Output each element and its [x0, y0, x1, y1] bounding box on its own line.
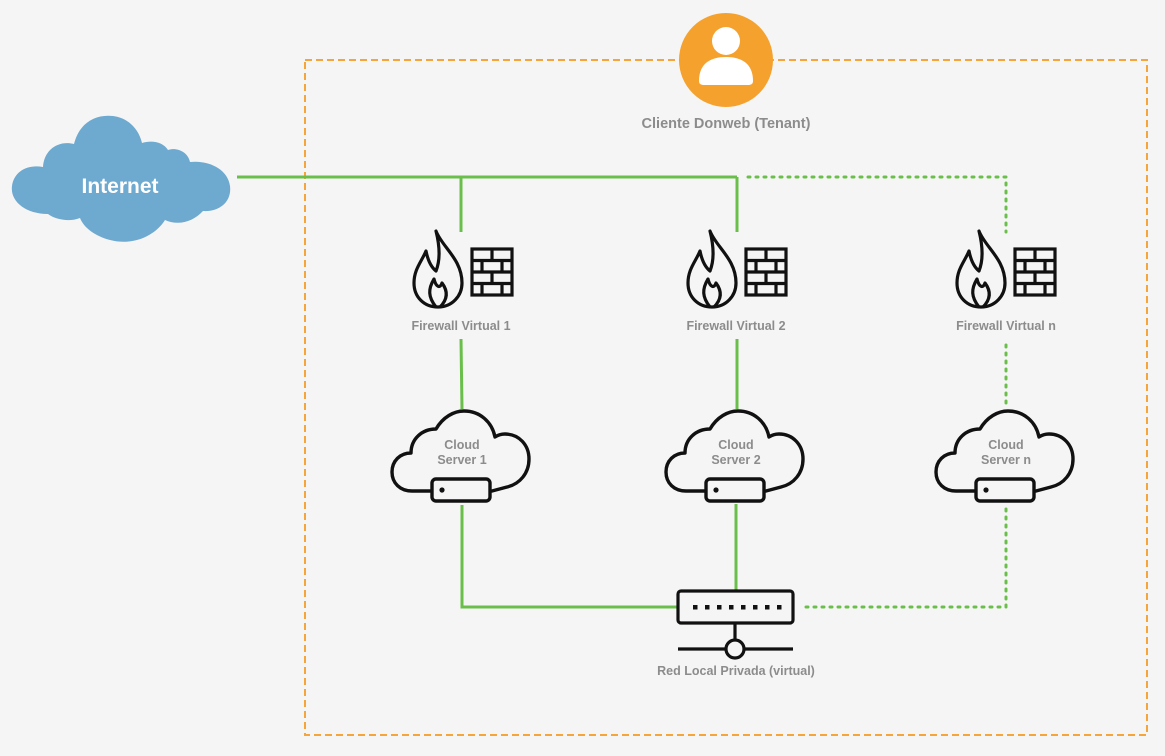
firewall-label: Firewall Virtual n	[956, 319, 1056, 333]
firewall-icon	[412, 229, 514, 309]
switch-label: Red Local Privada (virtual)	[657, 664, 815, 678]
cloud-server-label: Server 2	[711, 453, 760, 467]
solid-links	[237, 175, 739, 609]
link-csn-switch	[798, 507, 1008, 609]
link-internet-fwn	[746, 175, 1008, 234]
link-fw1-cs1	[459, 338, 464, 410]
firewall-label: Firewall Virtual 2	[686, 319, 785, 333]
cloud-server-label: Cloud	[988, 438, 1023, 452]
dotted-links	[746, 175, 1008, 609]
link-cs1-switch	[460, 505, 678, 609]
firewall-icon	[686, 229, 788, 309]
internet-cloud-icon	[11, 115, 231, 242]
firewall-label: Firewall Virtual 1	[411, 319, 510, 333]
firewall-icon	[955, 229, 1057, 309]
cloud-server-label: Cloud	[444, 438, 479, 452]
internet-label: Internet	[81, 175, 158, 198]
tenant-label: Cliente Donweb (Tenant)	[642, 116, 811, 132]
tenant-boundary	[304, 59, 1148, 736]
cloud-server-label: Server n	[981, 453, 1031, 467]
user-icon	[679, 13, 773, 107]
cloud-server-label: Cloud	[718, 438, 753, 452]
cloud-server-label: Server 1	[437, 453, 486, 467]
network-switch-icon	[676, 589, 795, 660]
